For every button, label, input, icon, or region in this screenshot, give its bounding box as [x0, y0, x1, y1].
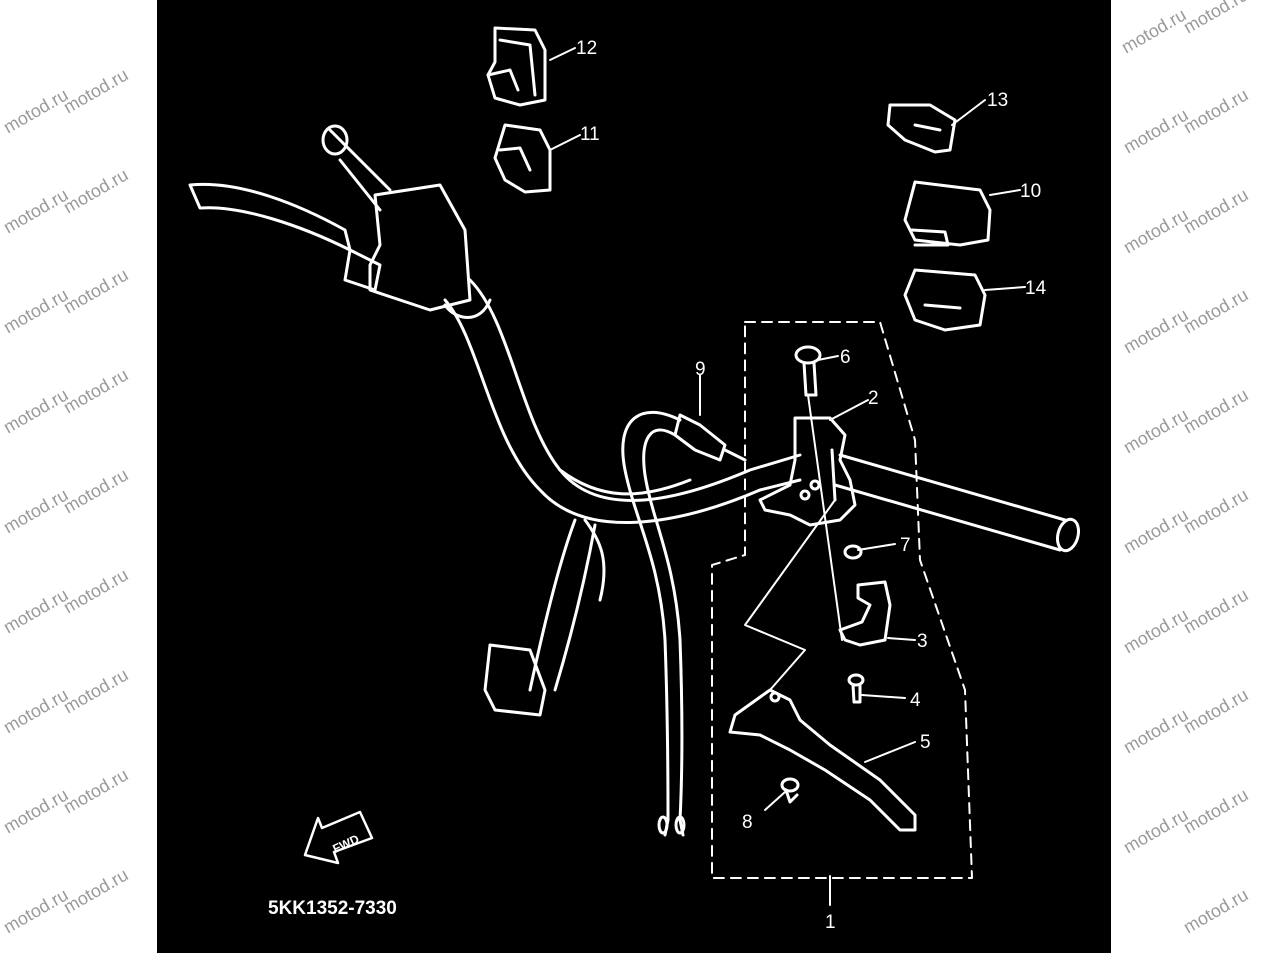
nut-7 — [843, 544, 863, 560]
handlebar — [321, 124, 1081, 553]
callout-labels: 1 2 3 4 5 6 7 8 9 10 11 12 13 14 5KK1352… — [268, 38, 1047, 933]
callout-2: 2 — [868, 388, 879, 409]
callout-13: 13 — [987, 90, 1008, 111]
callout-6: 6 — [840, 347, 851, 368]
switch-part-11 — [493, 123, 552, 194]
fwd-arrow: FWD — [303, 810, 374, 865]
screw-8 — [780, 777, 800, 804]
callout-9: 9 — [695, 359, 706, 380]
callout-8: 8 — [742, 812, 753, 833]
bolt-6 — [794, 345, 822, 397]
switch-part-12 — [486, 26, 547, 107]
switch-part-14 — [903, 268, 987, 332]
bar-riser — [483, 518, 606, 717]
callout-7: 7 — [900, 535, 911, 556]
screw-4 — [847, 673, 865, 704]
assembly-group-box — [711, 321, 973, 879]
callout-11: 11 — [580, 124, 600, 145]
left-lever-assembly — [188, 182, 492, 319]
callout-1: 1 — [825, 912, 836, 933]
diagram-panel — [157, 0, 1111, 953]
callout-14: 14 — [1025, 278, 1047, 299]
callout-3: 3 — [917, 631, 928, 652]
part-code: 5KK1352-7330 — [268, 898, 397, 919]
brake-lever-5 — [728, 688, 917, 832]
lever-holder — [758, 416, 857, 527]
switch-part-10 — [903, 180, 992, 247]
callout-4: 4 — [910, 690, 921, 711]
switch-part-13 — [886, 103, 957, 154]
switch-cable — [621, 410, 747, 837]
callout-10: 10 — [1020, 181, 1041, 202]
bracket-3 — [838, 580, 892, 647]
fwd-label: FWD — [331, 832, 362, 856]
callout-5: 5 — [920, 732, 931, 753]
leader-lines — [549, 47, 1026, 906]
callout-12: 12 — [576, 38, 597, 59]
